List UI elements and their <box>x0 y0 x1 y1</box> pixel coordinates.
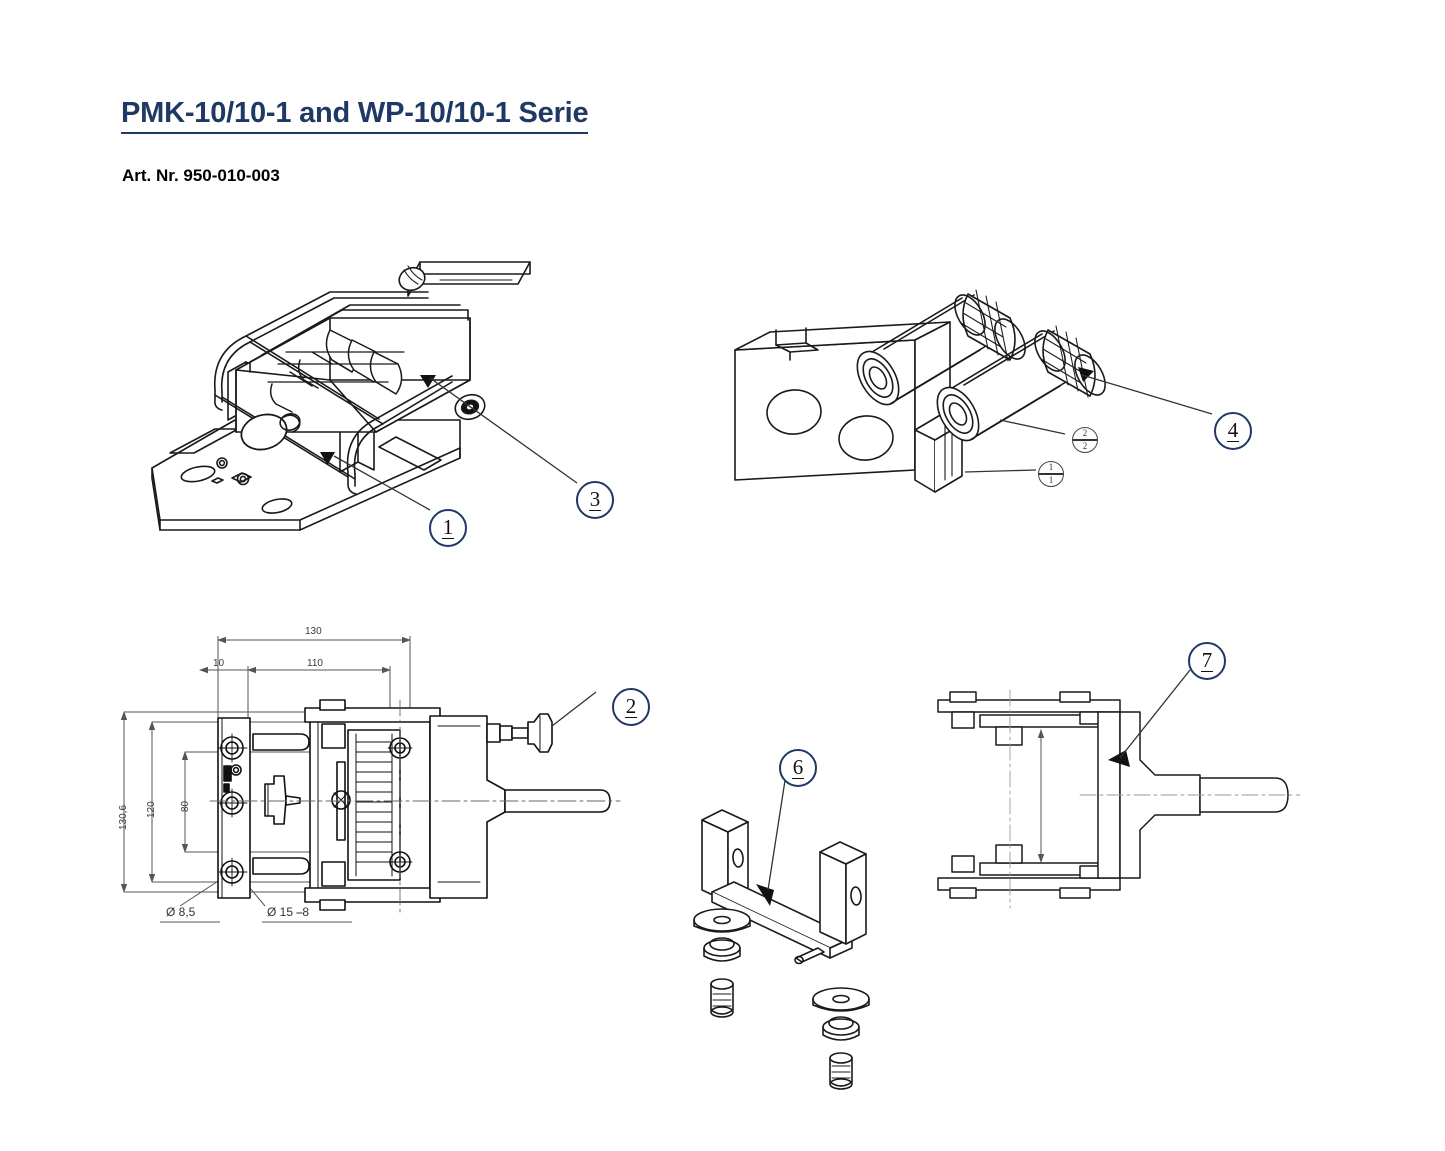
callout-balloon-4[interactable]: 4 <box>1214 412 1252 450</box>
dimension-80: 80 <box>180 800 191 812</box>
view-isometric-clamp-assembly <box>151 261 531 531</box>
qty-balloon-divider <box>1073 439 1097 441</box>
qty-balloon-quantity: 2 <box>1082 440 1088 451</box>
callout-number: 3 <box>588 487 602 511</box>
callout-balloon-7[interactable]: 7 <box>1188 642 1226 680</box>
view-front-dimensioned <box>209 699 621 913</box>
note-counterbore-15-depth-8: Ø 15 ⎯8 <box>267 905 310 919</box>
view-isometric-bracket-rollers <box>734 289 1106 493</box>
callout-balloon-3[interactable]: 3 <box>576 481 614 519</box>
view-top-assembly <box>937 689 1301 909</box>
qty-balloon-item: 1 <box>1048 462 1054 473</box>
leader-lines-view3 <box>551 691 597 727</box>
leader-lines-view1 <box>333 377 578 511</box>
callout-balloon-6[interactable]: 6 <box>779 749 817 787</box>
callout-number: 7 <box>1200 648 1214 672</box>
callout-number: 2 <box>624 694 638 718</box>
dimension-120: 120 <box>146 801 157 818</box>
leader-lines-view5 <box>1119 669 1191 759</box>
note-hole-diameter-8-5: Ø 8,5 <box>166 905 196 919</box>
quantity-balloon-item-1[interactable]: 1 1 <box>1038 461 1064 487</box>
dimension-110: 110 <box>307 658 323 669</box>
view-isometric-u-bracket <box>693 809 870 1090</box>
callout-balloon-2[interactable]: 2 <box>612 688 650 726</box>
page-title: PMK-10/10-1 and WP-10/10-1 Serie <box>121 97 589 134</box>
qty-balloon-quantity: 1 <box>1048 474 1054 485</box>
dimension-10: 10 <box>213 658 225 669</box>
article-number-label: Art. Nr. 950-010-003 <box>122 166 280 185</box>
dimension-130-6: 130,6 <box>118 804 129 830</box>
dimension-130: 130 <box>305 626 322 637</box>
callout-balloon-1[interactable]: 1 <box>429 509 467 547</box>
qty-balloon-divider <box>1039 473 1063 475</box>
leader-lines-view2 <box>964 374 1213 473</box>
quantity-balloon-item-2[interactable]: 2 2 <box>1072 427 1098 453</box>
callout-number: 1 <box>441 515 455 539</box>
leader-lines-view4 <box>767 773 787 891</box>
qty-balloon-item: 2 <box>1082 428 1088 439</box>
callout-number: 4 <box>1226 418 1240 442</box>
callout-number: 6 <box>791 755 805 779</box>
